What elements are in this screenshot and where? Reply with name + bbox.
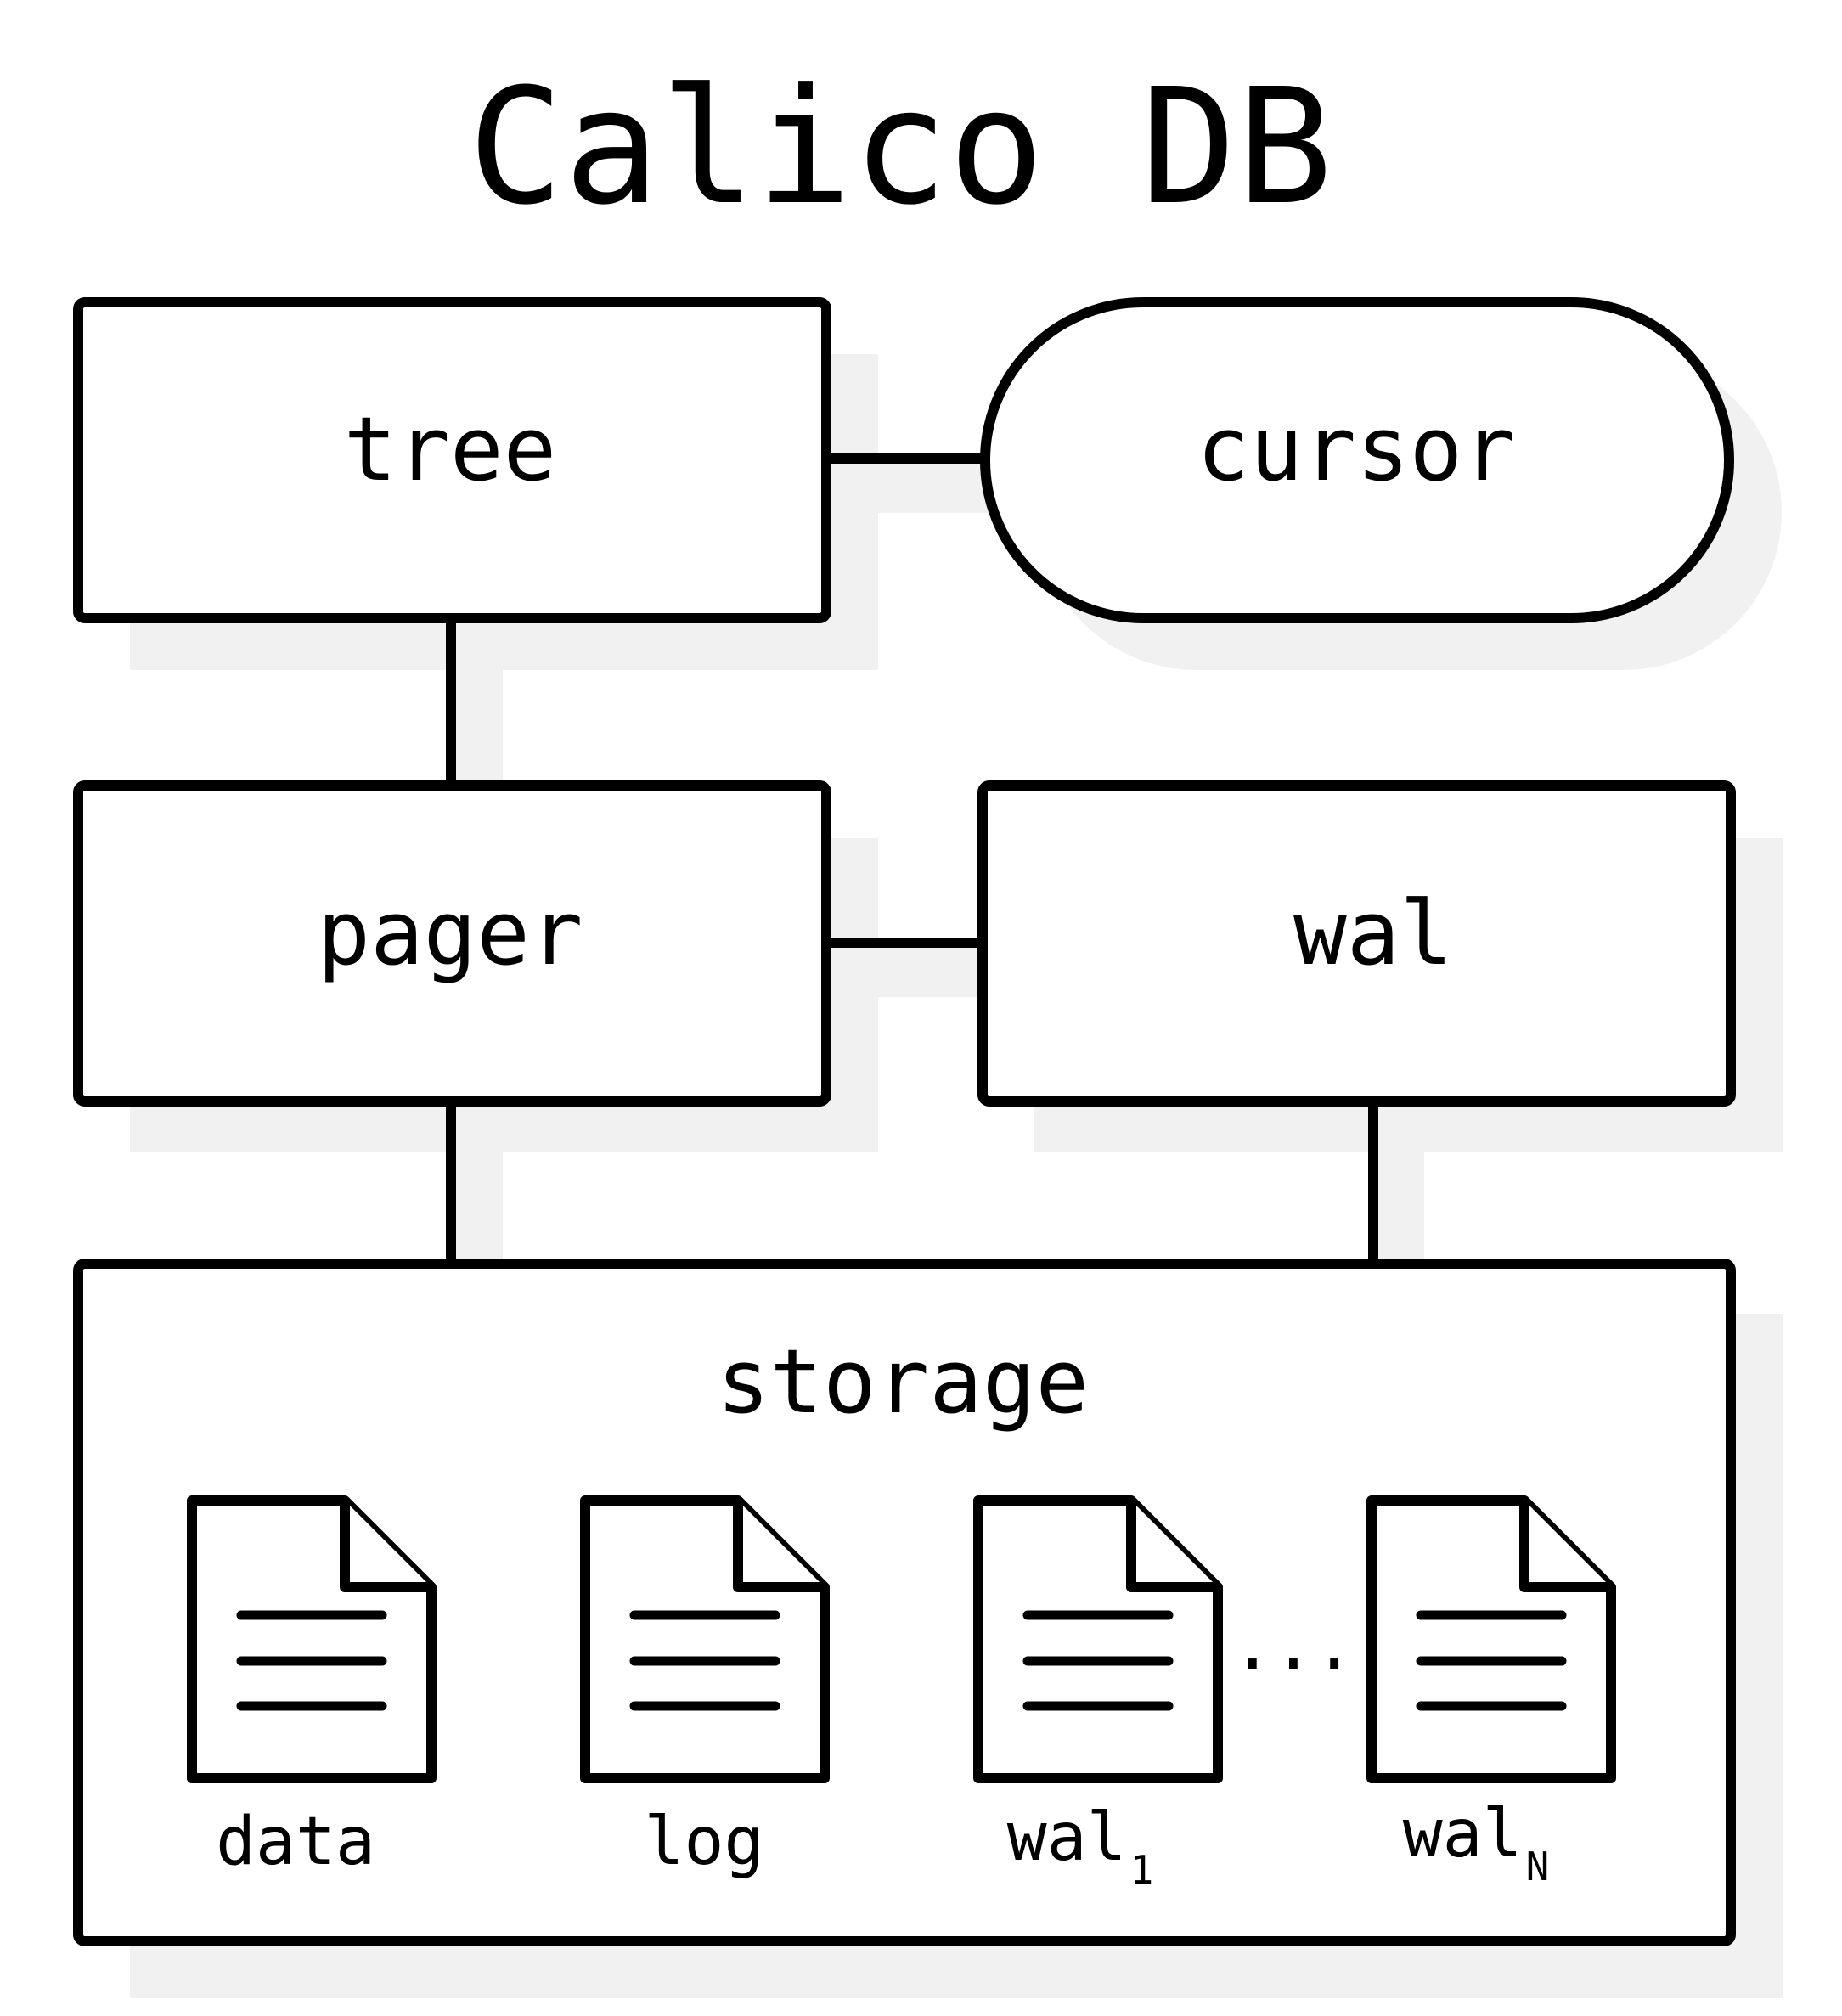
document-fold-icon	[733, 1501, 825, 1592]
document-fold-icon	[1126, 1501, 1218, 1592]
wal-box	[977, 780, 1736, 1107]
more-files-ellipsis: ...	[1232, 1606, 1355, 1685]
pager-box	[73, 780, 831, 1107]
cursor-pill	[980, 297, 1734, 623]
log-file: log	[580, 1495, 830, 1880]
wal-first-base: wal	[1007, 1799, 1127, 1876]
diagram-title: Calico DB	[468, 54, 1333, 240]
wal-first-subscript: 1	[1130, 1847, 1154, 1893]
connectors	[446, 453, 1378, 1264]
pager-node: pager	[73, 780, 831, 1107]
tree-box	[73, 297, 831, 623]
cursor-label: cursor	[1197, 397, 1516, 501]
cursor-node: cursor	[980, 297, 1734, 623]
storage-node: storage data log wal1	[73, 1259, 1736, 1946]
pager-label: pager	[317, 881, 583, 985]
storage-box	[73, 1259, 1736, 1946]
storage-label: storage	[717, 1330, 1089, 1433]
document-fold-icon	[1519, 1501, 1611, 1592]
data-file: data	[187, 1495, 437, 1880]
wal-first-file-label: wal1	[1007, 1799, 1154, 1893]
document-fold-icon	[340, 1501, 431, 1592]
wal-last-file: walN	[1366, 1495, 1616, 1889]
data-file-label: data	[216, 1804, 375, 1880]
wal-label: wal	[1293, 881, 1453, 985]
wal-last-file-label: walN	[1403, 1796, 1550, 1889]
tree-node: tree	[73, 297, 831, 623]
wal-first-file: wal1	[973, 1495, 1223, 1893]
tree-label: tree	[344, 397, 556, 501]
wal-last-base: wal	[1403, 1796, 1523, 1872]
wal-node: wal	[977, 780, 1736, 1107]
log-file-label: log	[645, 1804, 764, 1880]
wal-last-subscript: N	[1526, 1844, 1550, 1889]
